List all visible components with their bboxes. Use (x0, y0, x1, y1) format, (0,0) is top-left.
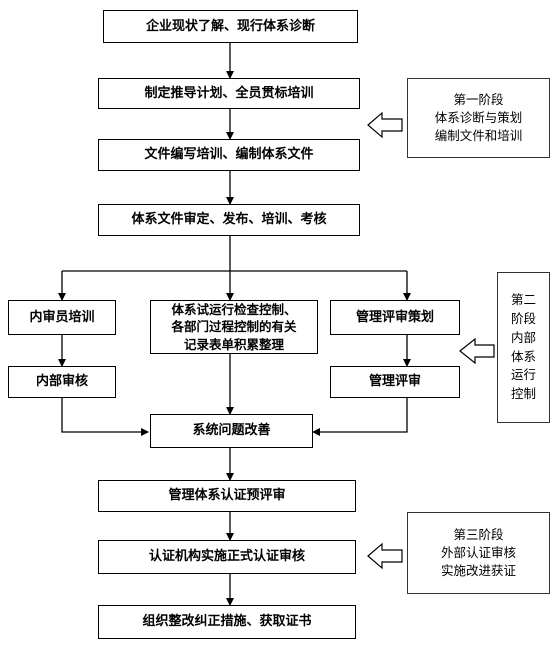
step-management-review: 管理评审 (330, 366, 460, 398)
step-management-review-planning: 管理评审策划 (330, 300, 460, 335)
step-system-improvement: 系统问题改善 (150, 414, 313, 448)
phase3-note: 第三阶段 外部认证审核 实施改进获证 (407, 512, 550, 594)
step-internal-auditor-training: 内审员培训 (8, 300, 116, 335)
phase3-hollow-arrow (367, 542, 403, 570)
phase2-hollow-arrow (459, 337, 495, 365)
step-situation-diagnosis: 企业现状了解、现行体系诊断 (103, 10, 358, 43)
arrow-left-s5 (61, 398, 149, 436)
step-pre-assessment: 管理体系认证预评审 (98, 480, 356, 512)
step-plan-training: 制定推导计划、全员贯标培训 (98, 78, 360, 109)
step-document-approval: 体系文件审定、发布、培训、考核 (98, 204, 360, 236)
phase2-note: 第二 阶段 内部 体系 运行 控制 (497, 272, 550, 423)
phase1-hollow-arrow (367, 111, 403, 139)
step-document-writing: 文件编写培训、编制体系文件 (98, 139, 360, 171)
phase1-note: 第一阶段 体系诊断与策划 编制文件和培训 (407, 78, 550, 158)
step-formal-certification-audit: 认证机构实施正式认证审核 (98, 540, 356, 574)
step-corrective-actions-certificate: 组织整改纠正措施、获取证书 (98, 605, 356, 639)
arrow-right-s5 (312, 398, 408, 436)
step-internal-audit: 内部审核 (8, 366, 116, 398)
step-trial-operation: 体系试运行检查控制、 各部门过程控制的有关 记录表单积累整理 (150, 300, 318, 354)
